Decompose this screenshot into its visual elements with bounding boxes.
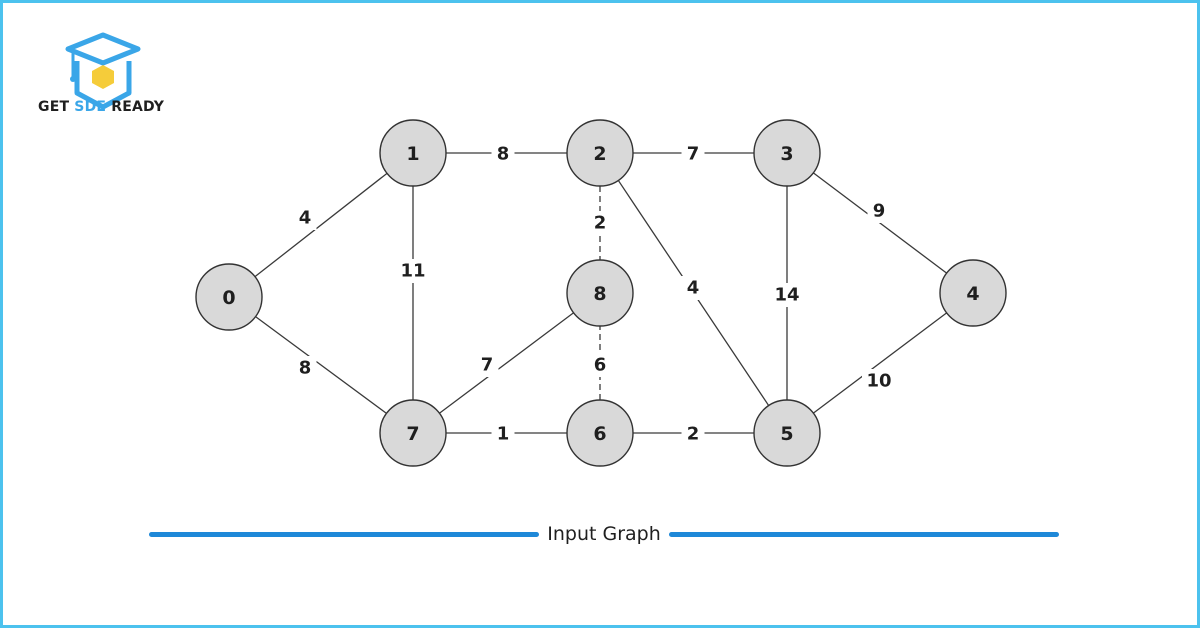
node-3: 3 xyxy=(753,119,821,187)
edge-weight-bg-6-8 xyxy=(588,353,612,377)
node-2: 2 xyxy=(566,119,634,187)
edge-weight-1-2: 8 xyxy=(497,144,510,165)
node-label-3: 3 xyxy=(780,143,793,165)
edge-7-8 xyxy=(439,312,574,414)
weighted-graph: 4 8 8 11 7 2 4 9 14 10 2 1 6 7 0 1 2 3 4 5 6 7 8 xyxy=(195,119,1007,467)
node-circle-4 xyxy=(939,259,1007,327)
caption-line-left xyxy=(149,531,540,537)
edge-weight-0-7: 8 xyxy=(299,358,312,379)
edge-weight-2-3: 7 xyxy=(687,144,700,165)
node-1: 1 xyxy=(379,119,447,187)
node-circle-0 xyxy=(195,263,263,331)
node-6: 6 xyxy=(566,399,634,467)
node-circle-3 xyxy=(753,119,821,187)
caption-line-right xyxy=(668,531,1059,537)
brand-name-part2: SDE xyxy=(74,99,107,115)
edge-weight-7-8: 7 xyxy=(481,355,494,376)
edge-weight-3-5: 14 xyxy=(774,285,799,306)
node-label-7: 7 xyxy=(406,423,419,445)
node-circle-8 xyxy=(566,259,634,327)
edge-0-1 xyxy=(254,172,388,278)
brand-name: GET SDE READY xyxy=(38,99,164,115)
edge-weight-bg-4-5 xyxy=(862,369,896,393)
edge-weight-bg-6-7 xyxy=(491,422,515,446)
edge-weight-2-5: 4 xyxy=(687,278,700,299)
edge-weight-bg-2-8 xyxy=(588,211,612,235)
edge-weight-bg-3-5 xyxy=(770,283,804,307)
node-8: 8 xyxy=(566,259,634,327)
node-circle-7 xyxy=(379,399,447,467)
graduation-cap-cube-icon xyxy=(65,32,141,110)
edge-weight-bg-7-8 xyxy=(475,353,499,377)
edge-weight-bg-3-4 xyxy=(867,199,891,223)
edge-weight-bg-1-7 xyxy=(396,259,430,283)
node-label-8: 8 xyxy=(593,283,606,305)
node-label-4: 4 xyxy=(966,283,979,305)
node-label-5: 5 xyxy=(780,423,793,445)
node-7: 7 xyxy=(379,399,447,467)
edge-4-5 xyxy=(812,312,948,414)
edge-weight-6-7: 1 xyxy=(497,424,510,445)
edge-weight-bg-5-6 xyxy=(681,422,705,446)
graph-edge-weights: 4 8 8 11 7 2 4 9 14 10 2 1 6 7 xyxy=(293,142,896,446)
edge-weight-2-8: 2 xyxy=(594,213,607,234)
edge-weight-1-7: 11 xyxy=(400,261,425,282)
graph-nodes: 0 1 2 3 4 5 6 7 8 xyxy=(195,119,1007,467)
edge-weight-3-4: 9 xyxy=(873,201,886,222)
node-label-0: 0 xyxy=(222,287,235,309)
node-circle-6 xyxy=(566,399,634,467)
brand-name-part1: GET xyxy=(38,99,75,115)
edge-weight-bg-2-5 xyxy=(681,276,705,300)
node-0: 0 xyxy=(195,263,263,331)
node-label-1: 1 xyxy=(406,143,419,165)
edge-weight-bg-0-7 xyxy=(293,356,317,380)
node-5: 5 xyxy=(753,399,821,467)
edge-weight-bg-0-1 xyxy=(293,206,317,230)
edge-weight-bg-2-3 xyxy=(681,142,705,166)
brand-name-part3: READY xyxy=(106,99,165,115)
caption-text: Input Graph xyxy=(547,523,661,545)
edge-weight-6-8: 6 xyxy=(594,355,607,376)
node-circle-1 xyxy=(379,119,447,187)
node-label-6: 6 xyxy=(593,423,606,445)
node-circle-2 xyxy=(566,119,634,187)
edge-weight-5-6: 2 xyxy=(687,424,700,445)
node-circle-5 xyxy=(753,399,821,467)
node-4: 4 xyxy=(939,259,1007,327)
caption-bar: Input Graph xyxy=(149,521,1059,547)
edge-0-7 xyxy=(255,316,387,414)
edge-weight-4-5: 10 xyxy=(866,371,891,392)
node-label-2: 2 xyxy=(593,143,606,165)
edge-weight-0-1: 4 xyxy=(299,208,312,229)
edge-weight-bg-1-2 xyxy=(491,142,515,166)
